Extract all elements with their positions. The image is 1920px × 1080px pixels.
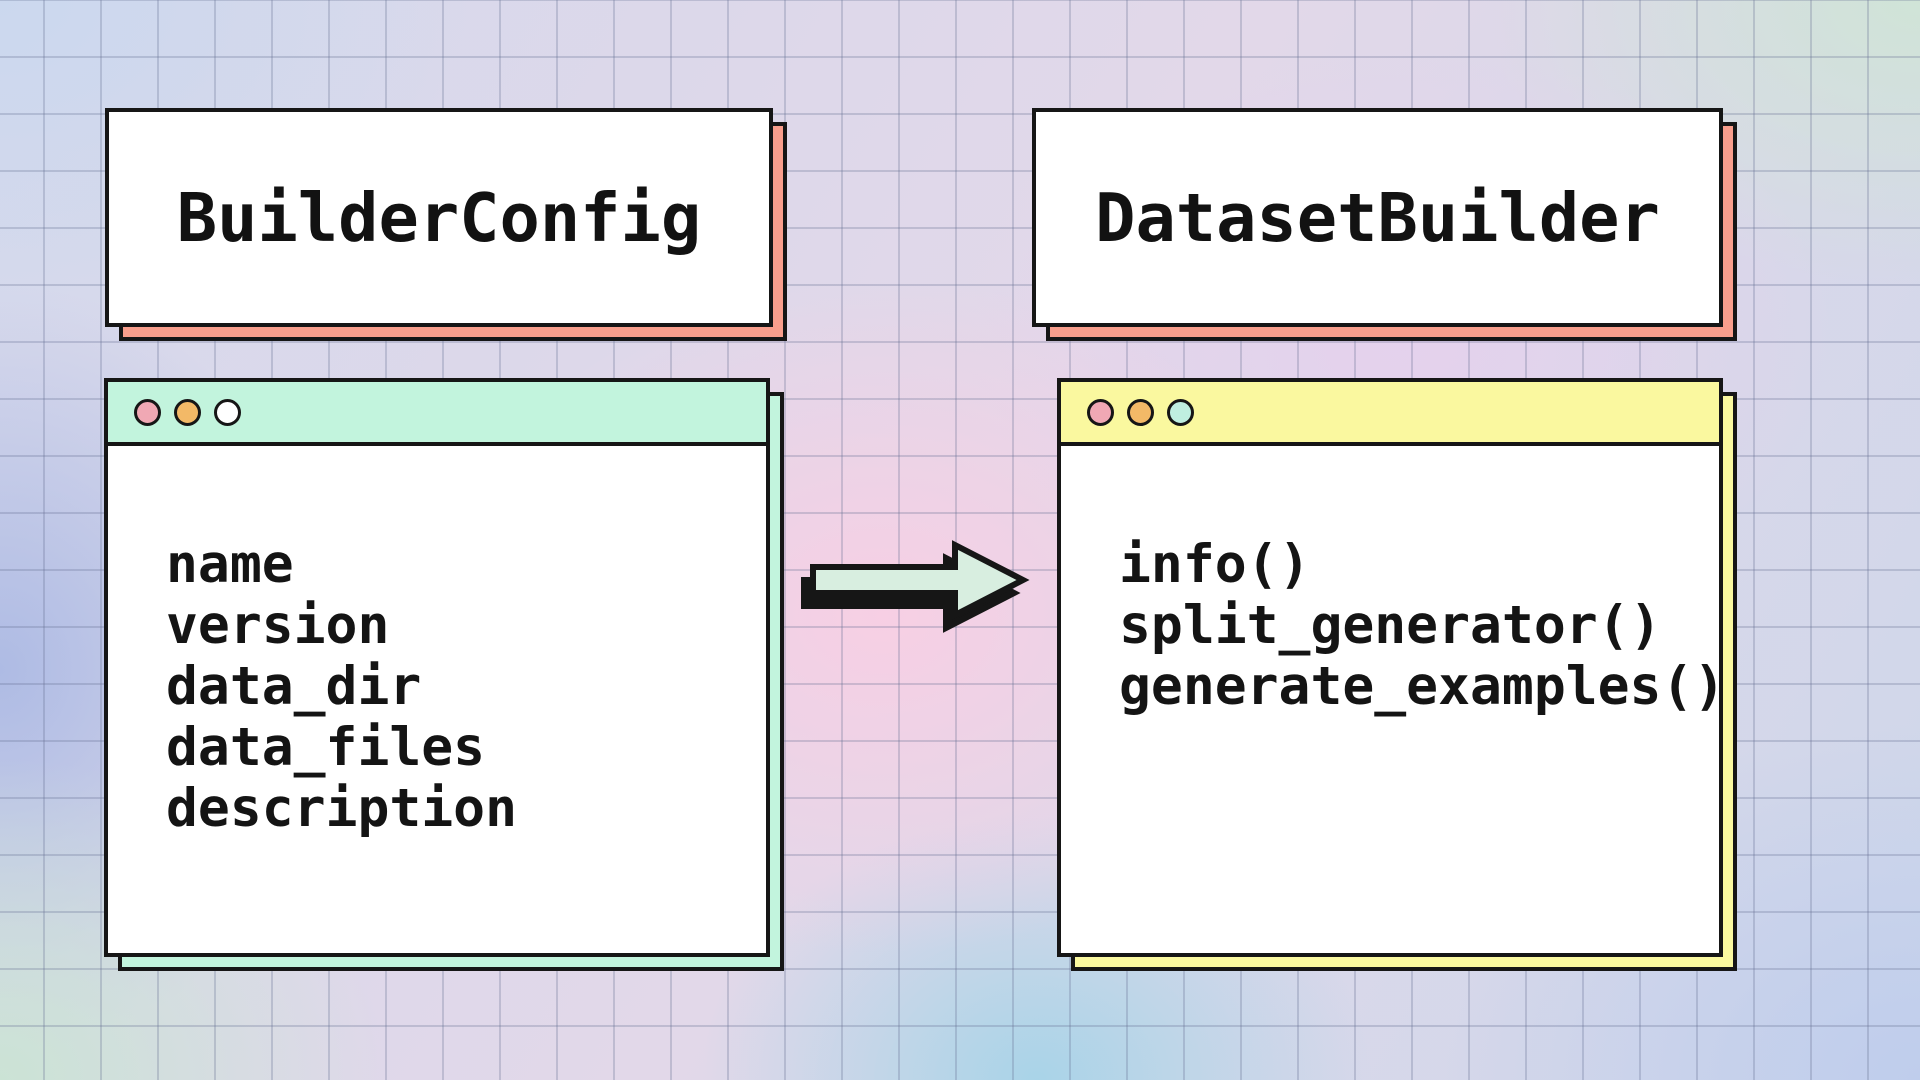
datasetbuilder-window: info() split_generator() generate_exampl… xyxy=(1057,378,1726,957)
datasetbuilder-method-list: info() split_generator() generate_exampl… xyxy=(1061,446,1726,717)
traffic-light-orange-icon xyxy=(174,398,201,426)
method-split-generator: split_generator() xyxy=(1119,595,1662,656)
builderconfig-title: BuilderConfig xyxy=(176,178,702,257)
right-arrow-icon xyxy=(801,540,1030,633)
builderconfig-card: BuilderConfig xyxy=(105,108,773,327)
builderconfig-window: name version data_dir data_files descrip… xyxy=(104,378,770,957)
field-data-files: data_files xyxy=(166,717,486,778)
field-data-dir: data_dir xyxy=(166,656,422,717)
traffic-light-orange-icon xyxy=(1127,398,1154,426)
field-description: description xyxy=(166,778,517,839)
datasetbuilder-window-titlebar xyxy=(1061,382,1719,446)
builderconfig-field-list: name version data_dir data_files descrip… xyxy=(108,446,766,839)
datasetbuilder-title: DatasetBuilder xyxy=(1095,178,1660,257)
traffic-light-pink-icon xyxy=(1087,398,1114,426)
traffic-light-pink-icon xyxy=(134,398,161,426)
builderconfig-window-titlebar xyxy=(108,382,766,446)
datasetbuilder-card: DatasetBuilder xyxy=(1032,108,1723,327)
field-name: name xyxy=(166,534,294,595)
traffic-light-mint-icon xyxy=(1167,398,1194,426)
method-info: info() xyxy=(1119,534,1311,595)
method-generate-examples: generate_examples() xyxy=(1119,656,1726,717)
field-version: version xyxy=(166,595,390,656)
traffic-light-white-icon xyxy=(214,398,241,426)
